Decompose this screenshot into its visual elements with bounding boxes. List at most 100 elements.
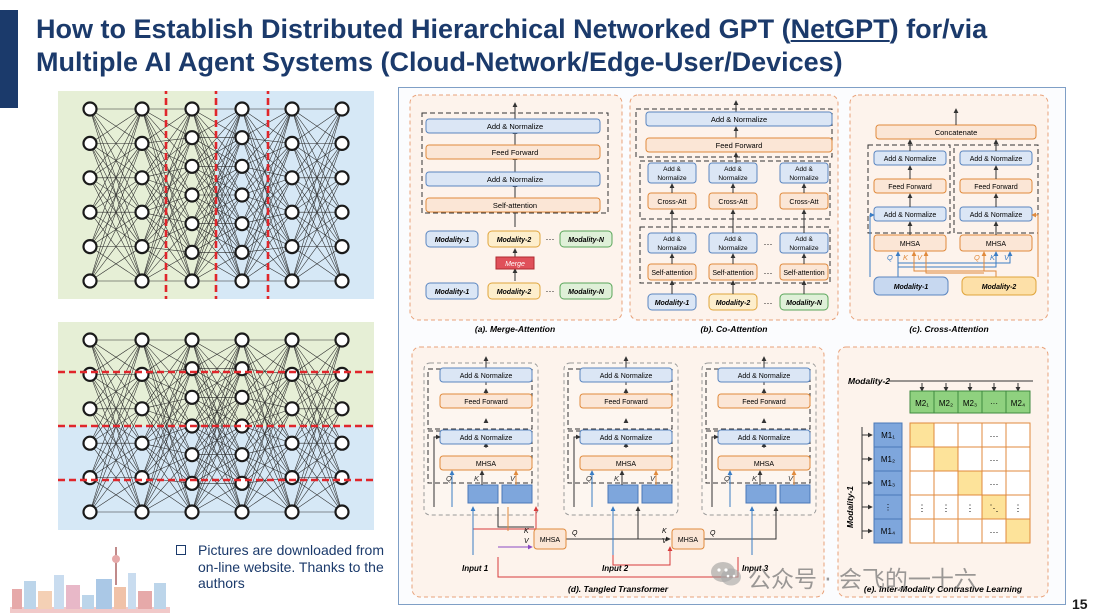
nn-connection (241, 454, 293, 478)
nn-connection (241, 194, 293, 282)
co-modality-2: Modality-2 (716, 300, 751, 307)
nn-connection (191, 339, 243, 484)
nn-connection (241, 408, 293, 427)
cross-modality-2: Modality-2 (982, 284, 1017, 291)
nn-connection (141, 143, 193, 224)
contrastive-row-header (873, 494, 903, 520)
nn-neuron (184, 187, 200, 203)
nn-neuron (234, 101, 250, 117)
merge-modality-2: Modality-2 (497, 237, 532, 244)
nn-neuron (284, 239, 300, 255)
nn-connection (241, 339, 293, 398)
nn-connection (89, 339, 143, 375)
nn-connection (141, 374, 193, 484)
nn-neuron (234, 332, 250, 348)
co-add-5-line1: Add & (724, 236, 742, 243)
nn-connection (241, 374, 293, 484)
contrastive-cell (957, 422, 983, 448)
nn-connection (241, 443, 293, 513)
contrastive-row-header (873, 422, 903, 448)
co-add-2-line2: Normalize (718, 175, 748, 182)
nn-neuron (184, 389, 200, 405)
nn-connection (191, 483, 243, 513)
cross-feed-forward-1: Feed Forward (888, 184, 932, 191)
co-add-1-line1: Add & (663, 166, 681, 173)
contrastive-cell (909, 422, 935, 448)
nn-neuron (234, 158, 250, 174)
contrastive-cell (909, 446, 935, 472)
nn-neuron (234, 273, 250, 289)
nn-connection (141, 108, 193, 196)
nn-neuron (234, 244, 250, 260)
tangled-q-label: Q (586, 474, 592, 483)
nn-neuron (82, 239, 98, 255)
contrastive-row-header (873, 446, 903, 472)
nn-connection (141, 408, 193, 484)
nn-connection (241, 397, 293, 444)
nn-neuron (82, 204, 98, 220)
nn-connection (241, 397, 293, 410)
nn-neuron (184, 447, 200, 463)
contrastive-ellipsis: ··· (990, 455, 999, 465)
contrastive-cell (957, 446, 983, 472)
nn-connection (241, 374, 293, 427)
nn-connection (141, 425, 193, 478)
nn-neuron (134, 435, 150, 451)
cross-k-2: K (990, 253, 996, 262)
nn-neuron (184, 273, 200, 289)
co-add-4-line2: Normalize (657, 245, 687, 252)
title-netgpt-link[interactable]: NetGPT (790, 14, 890, 44)
cross-add-norm-4: Add & Normalize (970, 212, 1023, 219)
nn-neuron (134, 470, 150, 486)
nn-connection (141, 211, 193, 224)
nn-neuron (82, 135, 98, 152)
nn-connection (291, 212, 343, 282)
contrastive-cell (933, 470, 959, 496)
co-dots-self: ··· (764, 268, 773, 278)
co-cross-att-3: Cross-Att (789, 199, 818, 206)
co-attention-diagram: Add & Normalize Feed Forward Add & Norma… (629, 94, 839, 334)
nn-connection (141, 339, 193, 409)
contrastive-ellipsis: ⋱ (990, 503, 999, 513)
nn-connection (141, 397, 193, 513)
nn-connection (191, 454, 243, 513)
nn-connection (241, 339, 293, 369)
nn-connection (89, 108, 143, 144)
tangled-q-label: Q (446, 474, 452, 483)
nn-connection (241, 442, 293, 455)
title-part1: How to Establish Distributed Hierarchica… (36, 14, 791, 44)
nn-connection (89, 108, 143, 247)
nn-connection (191, 108, 243, 282)
title-part2: ) for/via Multiple AI Agent Systems (Clo… (36, 14, 988, 77)
nn-neuron (134, 273, 150, 289)
nn-connection (241, 339, 293, 427)
nn-connection (89, 374, 143, 513)
nn-connection (291, 177, 343, 282)
co-self-att-3: Self-attention (783, 270, 824, 277)
nn-connection (241, 339, 293, 484)
contrastive-col-label: M2₄ (1011, 399, 1025, 408)
nn-connection (141, 194, 193, 282)
tangled-add-norm-top: Add & Normalize (460, 373, 513, 380)
slide-title: How to Establish Distributed Hierarchica… (36, 13, 1076, 79)
nn-neuron (234, 504, 250, 520)
co-attention-caption: (b). Co-Attention (700, 324, 767, 334)
nn-neuron (334, 170, 350, 186)
nn-connection (89, 108, 143, 178)
nn-connection (241, 177, 293, 253)
contrastive-ellipsis: ⋮ (966, 503, 975, 513)
nn-connection (141, 339, 193, 484)
nn-connection (141, 374, 193, 427)
contrastive-col-label: ··· (990, 399, 998, 408)
co-add-3-line1: Add & (795, 166, 813, 173)
nn-neuron (134, 101, 150, 117)
contrastive-col-header (1005, 390, 1031, 414)
tangled-transformer-caption: (d). Tangled Transformer (568, 584, 669, 594)
merge-input-modality-1: Modality-1 (435, 289, 470, 296)
nn-connection (191, 425, 243, 513)
tangled-q-cross-2: Q (710, 530, 716, 537)
nn-neuron (82, 470, 98, 486)
nn-connection (191, 339, 243, 455)
